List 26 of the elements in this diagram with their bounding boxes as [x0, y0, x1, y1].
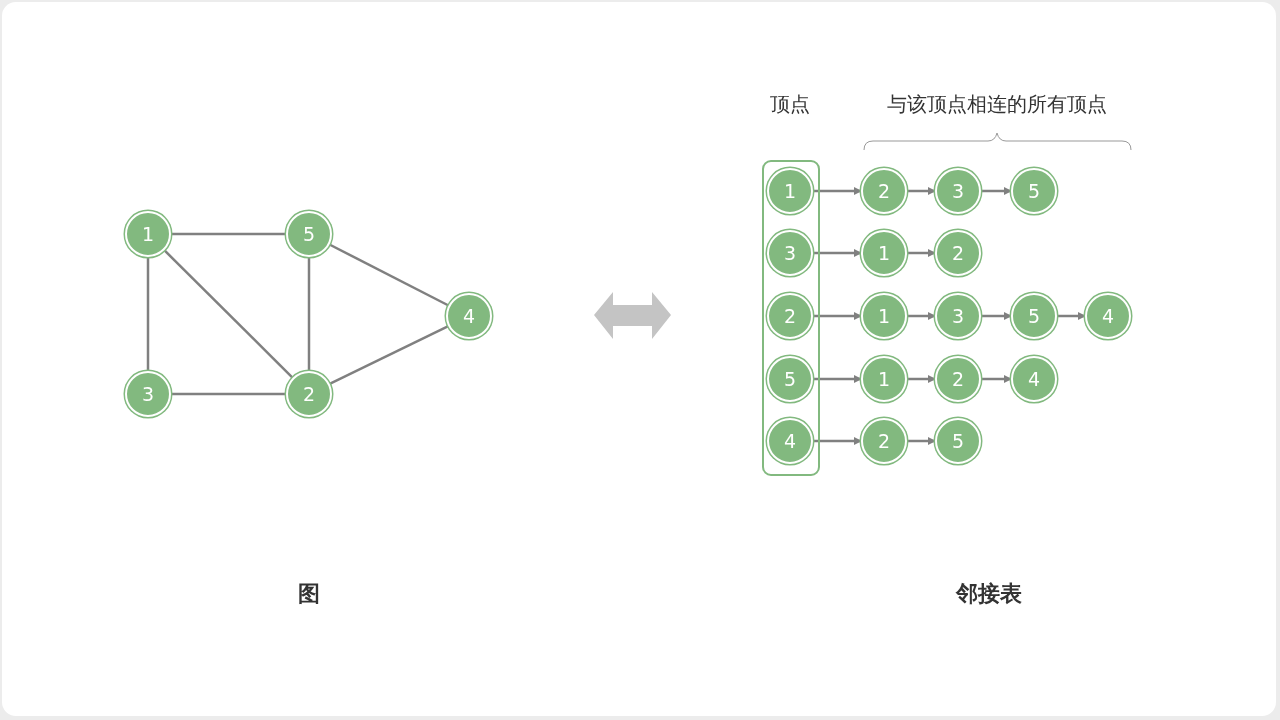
edge-line [307, 257, 311, 371]
arrow [813, 187, 862, 195]
edge-line [171, 232, 286, 236]
neighbors-header: 与该顶点相连的所有顶点 [887, 90, 1107, 118]
edge-line [171, 392, 286, 396]
arrow [907, 187, 936, 195]
arrow [813, 375, 862, 383]
arrow [907, 375, 936, 383]
arrow [813, 249, 862, 257]
arrow [813, 312, 862, 320]
list-caption: 邻接表 [956, 580, 1022, 608]
vertex-column-box [762, 160, 820, 476]
vertex-header: 顶点 [770, 90, 810, 118]
arrow [907, 437, 936, 445]
arrow [981, 375, 1012, 383]
edge-line [163, 249, 294, 379]
arrow [1057, 312, 1086, 320]
arrow [907, 312, 936, 320]
arrow [981, 312, 1012, 320]
graph-caption: 图 [298, 580, 320, 608]
edge-line [146, 257, 150, 371]
edge-line [329, 324, 449, 386]
arrow [981, 187, 1012, 195]
edge-line [328, 243, 450, 307]
arrow [907, 249, 936, 257]
arrow [813, 437, 862, 445]
